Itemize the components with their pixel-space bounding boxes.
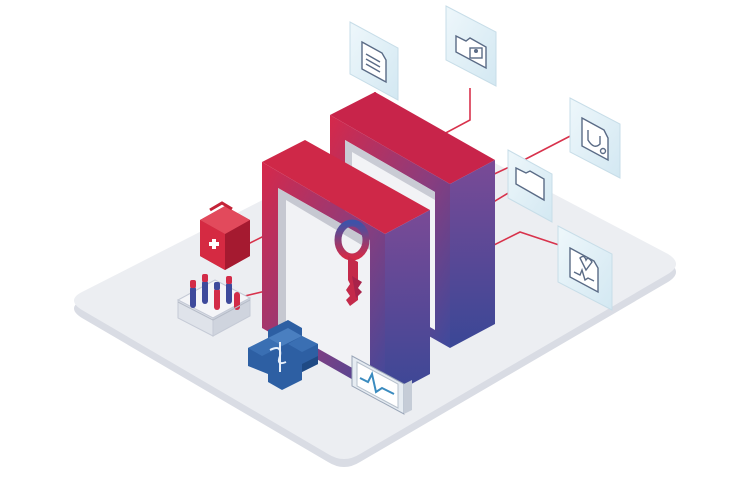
heart-report-card [557, 225, 613, 311]
folder-icon [515, 166, 545, 202]
first-aid-kit-icon [200, 201, 250, 270]
document-icon [361, 40, 387, 84]
folder-id-icon [455, 34, 487, 70]
folder-id-card [445, 5, 497, 87]
stethoscope-card [569, 97, 621, 179]
ecg-monitor-icon [351, 355, 412, 415]
stethoscope-icon [581, 116, 609, 162]
key-icon [334, 219, 370, 306]
medical-cross-icon [248, 320, 318, 390]
test-tubes-icon [176, 274, 252, 337]
document-card [349, 21, 399, 101]
heart-report-icon [569, 246, 599, 294]
folder-card [507, 149, 553, 223]
